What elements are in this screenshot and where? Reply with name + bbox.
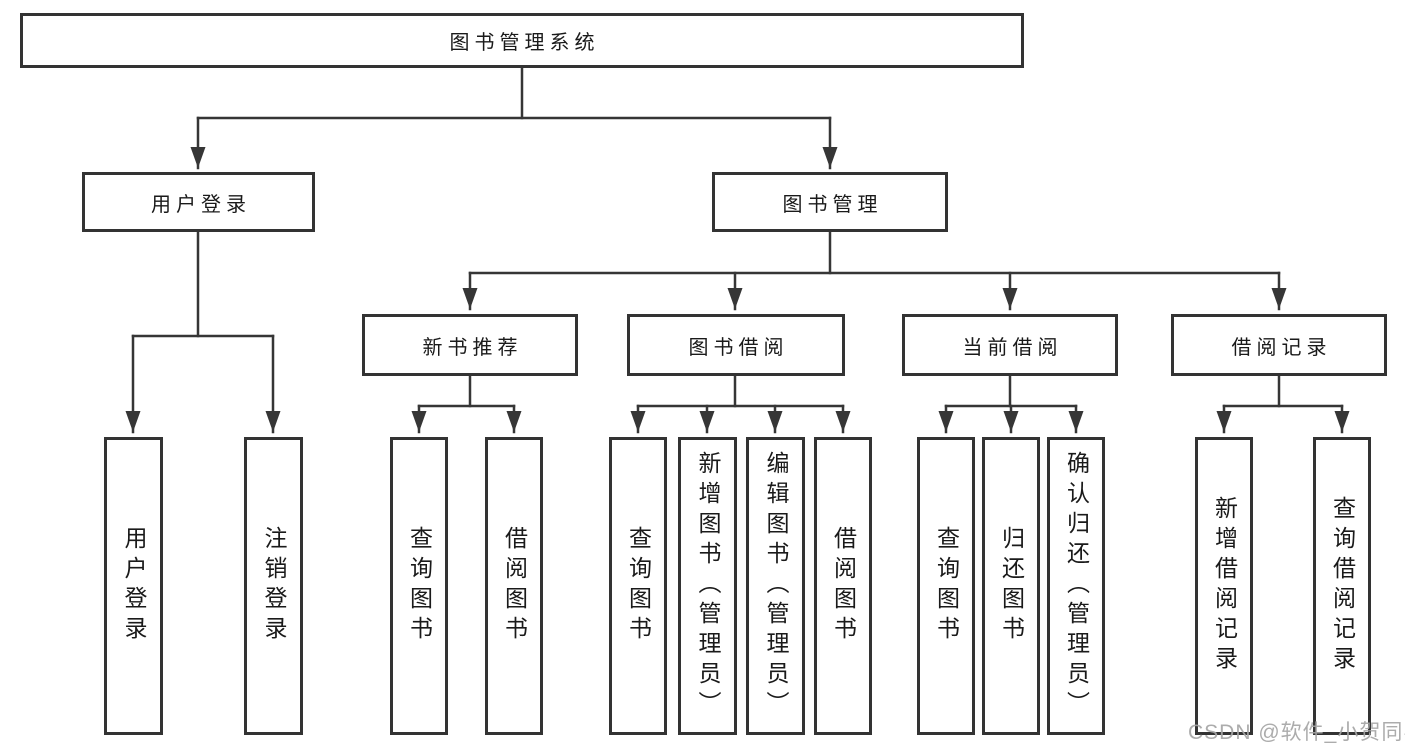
node-book-borrow: 图书借阅: [627, 314, 845, 376]
leaf-label: 新增借阅记录: [1211, 496, 1238, 676]
node-new-book-recommend: 新书推荐: [362, 314, 578, 376]
leaf-record-query: 查询借阅记录: [1313, 437, 1371, 735]
leaf-logout: 注销登录: [244, 437, 303, 735]
node-book-management: 图书管理: [712, 172, 948, 232]
leaf-label: 查询图书: [406, 526, 433, 646]
node-user-login: 用户登录: [82, 172, 315, 232]
node-label: 借阅记录: [1231, 336, 1332, 359]
leaf-label: 归还图书: [998, 526, 1025, 646]
leaf-label: 借阅图书: [830, 526, 857, 646]
leaf-label: 编辑图书（管理员）: [763, 451, 789, 721]
leaf-newbook-query: 查询图书: [390, 437, 448, 735]
node-label: 图书管理: [782, 193, 883, 216]
node-root-library-system: 图书管理系统: [20, 13, 1024, 68]
node-label: 图书管理系统: [449, 32, 600, 54]
leaf-label: 查询借阅记录: [1329, 496, 1356, 676]
node-current-borrow: 当前借阅: [902, 314, 1118, 376]
leaf-newbook-borrow: 借阅图书: [485, 437, 543, 735]
leaf-label: 查询图书: [933, 526, 960, 646]
node-label: 当前借阅: [962, 336, 1063, 359]
leaf-label: 注销登录: [261, 526, 287, 646]
node-label: 用户登录: [151, 193, 251, 216]
leaf-record-add: 新增借阅记录: [1195, 437, 1253, 735]
leaf-current-confirm-admin: 确认归还（管理员）: [1047, 437, 1105, 735]
leaf-bookborrow-edit-admin: 编辑图书（管理员）: [746, 437, 805, 735]
node-label: 图书借阅: [688, 336, 789, 359]
leaf-label: 借阅图书: [501, 526, 528, 646]
leaf-label: 确认归还（管理员）: [1063, 451, 1090, 721]
csdn-watermark: CSDN @软件_小贺同学: [1188, 721, 1405, 744]
leaf-user-login: 用户登录: [104, 437, 163, 735]
leaf-bookborrow-borrow: 借阅图书: [814, 437, 872, 735]
node-borrow-records: 借阅记录: [1171, 314, 1387, 376]
leaf-current-return: 归还图书: [982, 437, 1040, 735]
leaf-current-query: 查询图书: [917, 437, 975, 735]
leaf-bookborrow-query: 查询图书: [609, 437, 667, 735]
leaf-label: 新增图书（管理员）: [695, 451, 721, 721]
leaf-bookborrow-add-admin: 新增图书（管理员）: [678, 437, 737, 735]
node-label: 新书推荐: [422, 336, 523, 359]
leaf-label: 用户登录: [121, 526, 147, 646]
leaf-label: 查询图书: [625, 526, 652, 646]
